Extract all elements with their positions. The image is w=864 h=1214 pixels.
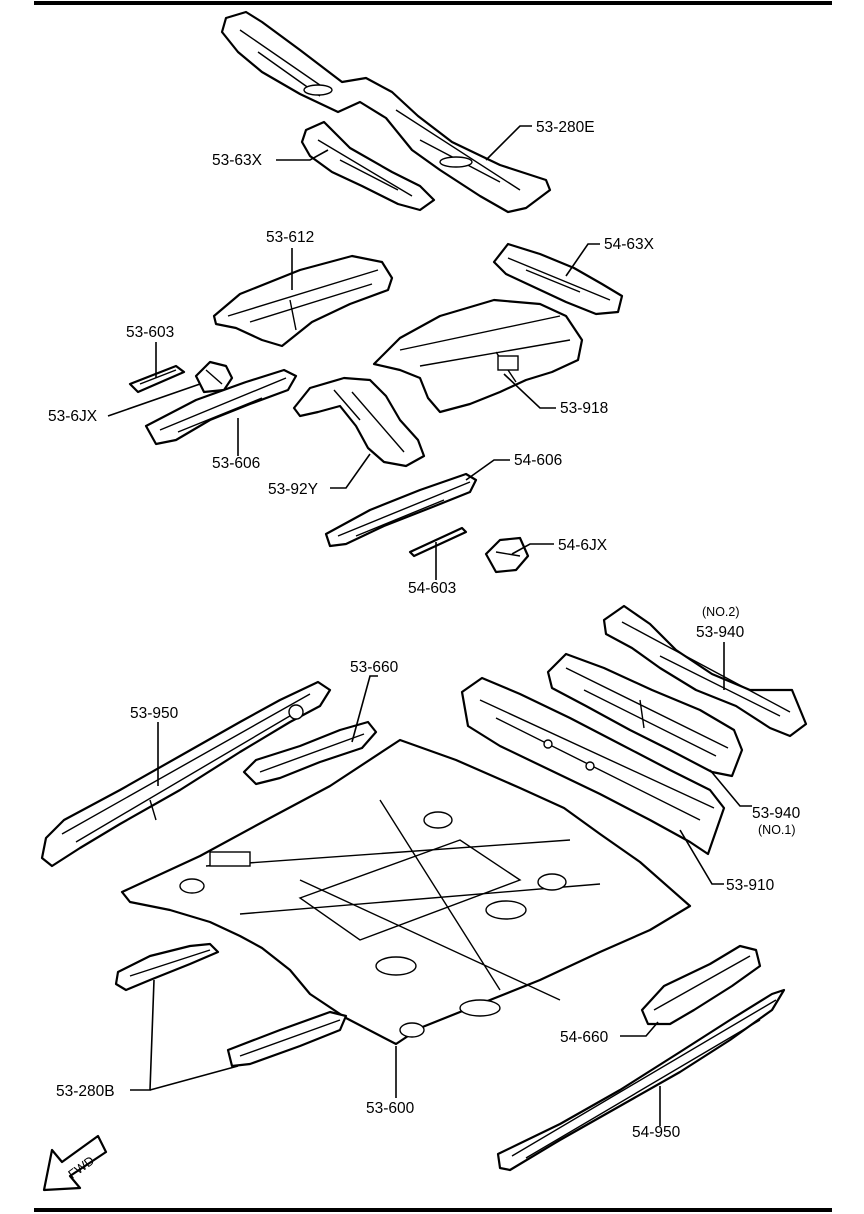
part-53-918[interactable] — [372, 298, 584, 414]
part-53-600[interactable] — [120, 738, 692, 1046]
label-53-950[interactable]: 53-950 — [130, 705, 179, 722]
part-labels: 53-280E 53-63X 53-612 54-63X 53-603 53-6… — [48, 119, 801, 1141]
part-53-910[interactable] — [460, 676, 726, 856]
label-53-6JX[interactable]: 53-6JX — [48, 408, 98, 425]
part-54-660[interactable] — [640, 944, 762, 1026]
label-54-6JX[interactable]: 54-6JX — [558, 537, 608, 554]
part-54-603[interactable] — [408, 526, 468, 558]
label-53-92Y[interactable]: 53-92Y — [268, 481, 318, 498]
part-54-6JX[interactable] — [484, 536, 530, 574]
part-53-92Y[interactable] — [292, 376, 426, 468]
label-53-660[interactable]: 53-660 — [350, 659, 399, 676]
fwd-arrow-icon: FWD — [42, 1134, 108, 1192]
label-53-940-no2-note: (NO.2) — [702, 605, 740, 619]
label-53-63X[interactable]: 53-63X — [212, 152, 263, 169]
label-54-660[interactable]: 54-660 — [560, 1029, 609, 1046]
part-53-603[interactable] — [128, 364, 186, 394]
part-53-950[interactable] — [40, 680, 332, 868]
label-54-606[interactable]: 54-606 — [514, 452, 562, 469]
label-54-950[interactable]: 54-950 — [632, 1124, 681, 1141]
label-53-940-no1[interactable]: 53-940 — [752, 805, 801, 822]
part-53-940-no2[interactable] — [602, 604, 808, 738]
label-54-63X[interactable]: 54-63X — [604, 236, 655, 253]
label-53-600[interactable]: 53-600 — [366, 1100, 415, 1117]
label-53-280B[interactable]: 53-280B — [56, 1083, 115, 1100]
label-53-280E[interactable]: 53-280E — [536, 119, 595, 136]
label-53-612[interactable]: 53-612 — [266, 229, 314, 246]
label-53-606[interactable]: 53-606 — [212, 455, 260, 472]
part-53-280E[interactable] — [220, 10, 552, 214]
part-53-660[interactable] — [242, 720, 378, 786]
part-53-612[interactable] — [212, 254, 394, 348]
part-54-63X[interactable] — [492, 242, 624, 316]
part-53-6JX[interactable] — [194, 360, 234, 394]
part-54-950[interactable] — [496, 988, 786, 1172]
label-53-940-no1-note: (NO.1) — [758, 823, 796, 837]
part-53-940-no1[interactable] — [546, 652, 744, 778]
leader-lines — [107, 125, 752, 1126]
label-53-918[interactable]: 53-918 — [560, 400, 608, 417]
label-54-603[interactable]: 54-603 — [408, 580, 456, 597]
part-53-606[interactable] — [144, 368, 298, 446]
label-53-603[interactable]: 53-603 — [126, 324, 174, 341]
part-53-280B[interactable] — [114, 942, 348, 1068]
label-53-910[interactable]: 53-910 — [726, 877, 775, 894]
part-54-606[interactable] — [324, 472, 478, 548]
label-53-940-no2[interactable]: 53-940 — [696, 624, 745, 641]
